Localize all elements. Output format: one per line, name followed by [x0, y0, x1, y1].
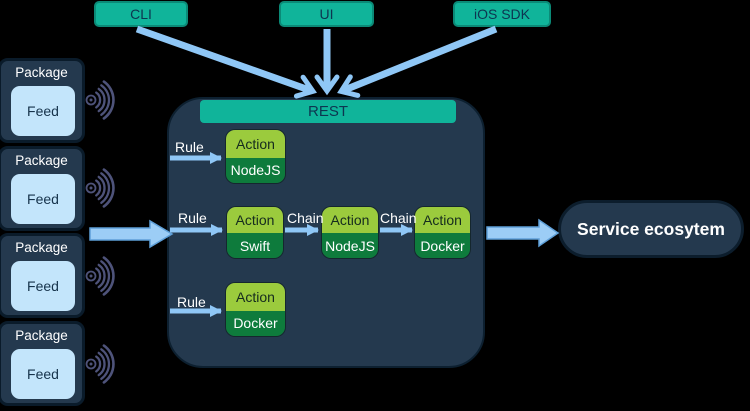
action-box-nodejs-row2: Action NodeJS	[322, 207, 378, 258]
action-box-docker-row3: Action Docker	[226, 283, 285, 336]
signal-waves-icon	[85, 80, 115, 120]
action-runtime: NodeJS	[322, 233, 378, 258]
arrow-ios-sdk-to-rest	[337, 25, 498, 98]
action-runtime: NodeJS	[226, 157, 285, 183]
action-runtime: Swift	[227, 233, 283, 258]
package-feed-box-2: Package Feed	[0, 146, 85, 231]
client-box-cli: CLI	[94, 1, 188, 27]
action-runtime: Docker	[415, 233, 470, 258]
feed-box: Feed	[11, 174, 75, 224]
action-title: Action	[226, 283, 285, 311]
package-label: Package	[15, 153, 68, 168]
package-feed-box-3: Package Feed	[0, 233, 85, 318]
rule-label: Rule	[178, 210, 207, 226]
package-label: Package	[15, 240, 68, 255]
package-feed-box-1: Package Feed	[0, 58, 85, 143]
feed-box: Feed	[11, 86, 75, 136]
package-label: Package	[15, 328, 68, 343]
action-runtime: Docker	[226, 310, 285, 336]
service-ecosystem-node: Service ecosytem	[558, 200, 744, 258]
rule-label: Rule	[175, 139, 204, 155]
signal-waves-icon	[85, 168, 115, 208]
rule-label: Rule	[177, 294, 206, 310]
client-box-ui: UI	[279, 1, 374, 27]
arrow-panel-to-service	[486, 218, 560, 248]
signal-waves-icon	[85, 344, 115, 384]
action-title: Action	[227, 207, 283, 234]
action-title: Action	[322, 207, 378, 234]
action-box-nodejs-row1: Action NodeJS	[226, 130, 285, 183]
arrow-cli-to-rest	[135, 25, 317, 99]
signal-waves-icon	[85, 256, 115, 296]
action-box-swift: Action Swift	[227, 207, 283, 258]
feed-box: Feed	[11, 349, 75, 399]
arrow-feeds-to-panel	[89, 219, 174, 249]
feed-box: Feed	[11, 261, 75, 311]
action-title: Action	[415, 207, 470, 234]
chain-label: Chain	[380, 210, 417, 226]
chain-label: Chain	[287, 210, 324, 226]
package-feed-box-4: Package Feed	[0, 321, 85, 406]
action-title: Action	[226, 130, 285, 158]
action-box-docker-row2: Action Docker	[415, 207, 470, 258]
rest-api-bar: REST	[200, 100, 456, 123]
package-label: Package	[15, 65, 68, 80]
client-box-ios-sdk: iOS SDK	[453, 1, 551, 27]
